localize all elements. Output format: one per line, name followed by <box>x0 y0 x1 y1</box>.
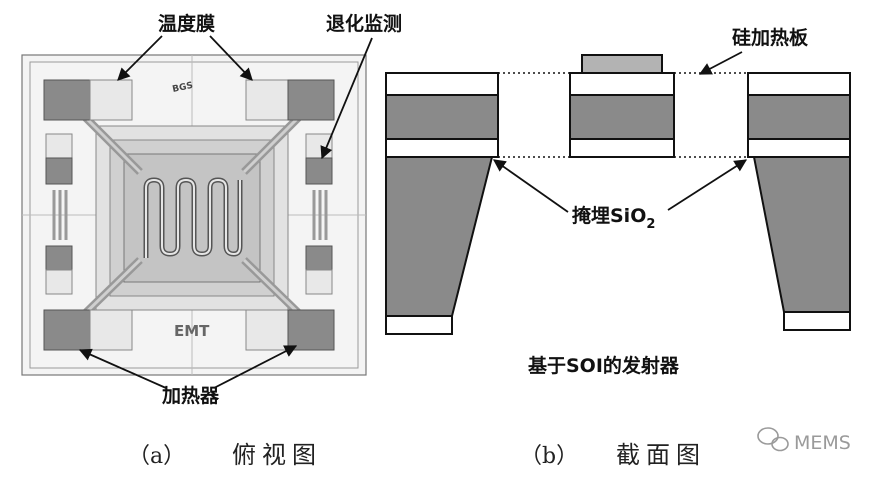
label-soi-emitter: 基于SOI的发射器 <box>527 354 680 377</box>
arrow-buried-oxide-left <box>492 159 569 213</box>
arrow-anneal-monitor <box>320 37 373 160</box>
label-temp-membrane: 温度膜 <box>158 12 215 35</box>
label-heater: 加热器 <box>161 384 220 407</box>
right-monitor-column <box>305 133 333 295</box>
caption-b-letter: （b） <box>520 444 578 469</box>
arrow-temp-membrane-left <box>117 35 163 81</box>
label-buried-oxide: 掩埋SiO2 <box>572 204 655 232</box>
arrow-temp-membrane-right <box>209 35 253 81</box>
bond-pad-top-left <box>43 79 133 121</box>
chip-marking: EMT <box>174 322 210 340</box>
left-monitor-column <box>45 133 73 295</box>
bond-pad-top-right <box>245 79 335 121</box>
caption-b-text: 截面图 <box>616 441 706 469</box>
cross-section <box>385 54 851 335</box>
arrow-si-heater-plate <box>698 51 743 75</box>
bond-pad-bottom-left <box>43 309 133 351</box>
top-view-chip: BGS EMT <box>21 54 367 376</box>
label-anneal-monitor: 退化监测 <box>326 12 402 35</box>
arrow-heater-left <box>78 348 167 389</box>
caption-a-letter: （a） <box>128 444 185 469</box>
watermark-text: MEMS <box>794 432 851 454</box>
chip-logo: BGS <box>172 81 194 95</box>
wechat-icon <box>757 427 789 452</box>
label-si-heater-plate: 硅加热板 <box>732 26 809 49</box>
bond-pad-bottom-right <box>245 309 335 351</box>
caption-a-text: 俯视图 <box>232 441 322 469</box>
arrow-buried-oxide-right <box>667 159 748 211</box>
arrow-heater-right <box>213 345 298 389</box>
